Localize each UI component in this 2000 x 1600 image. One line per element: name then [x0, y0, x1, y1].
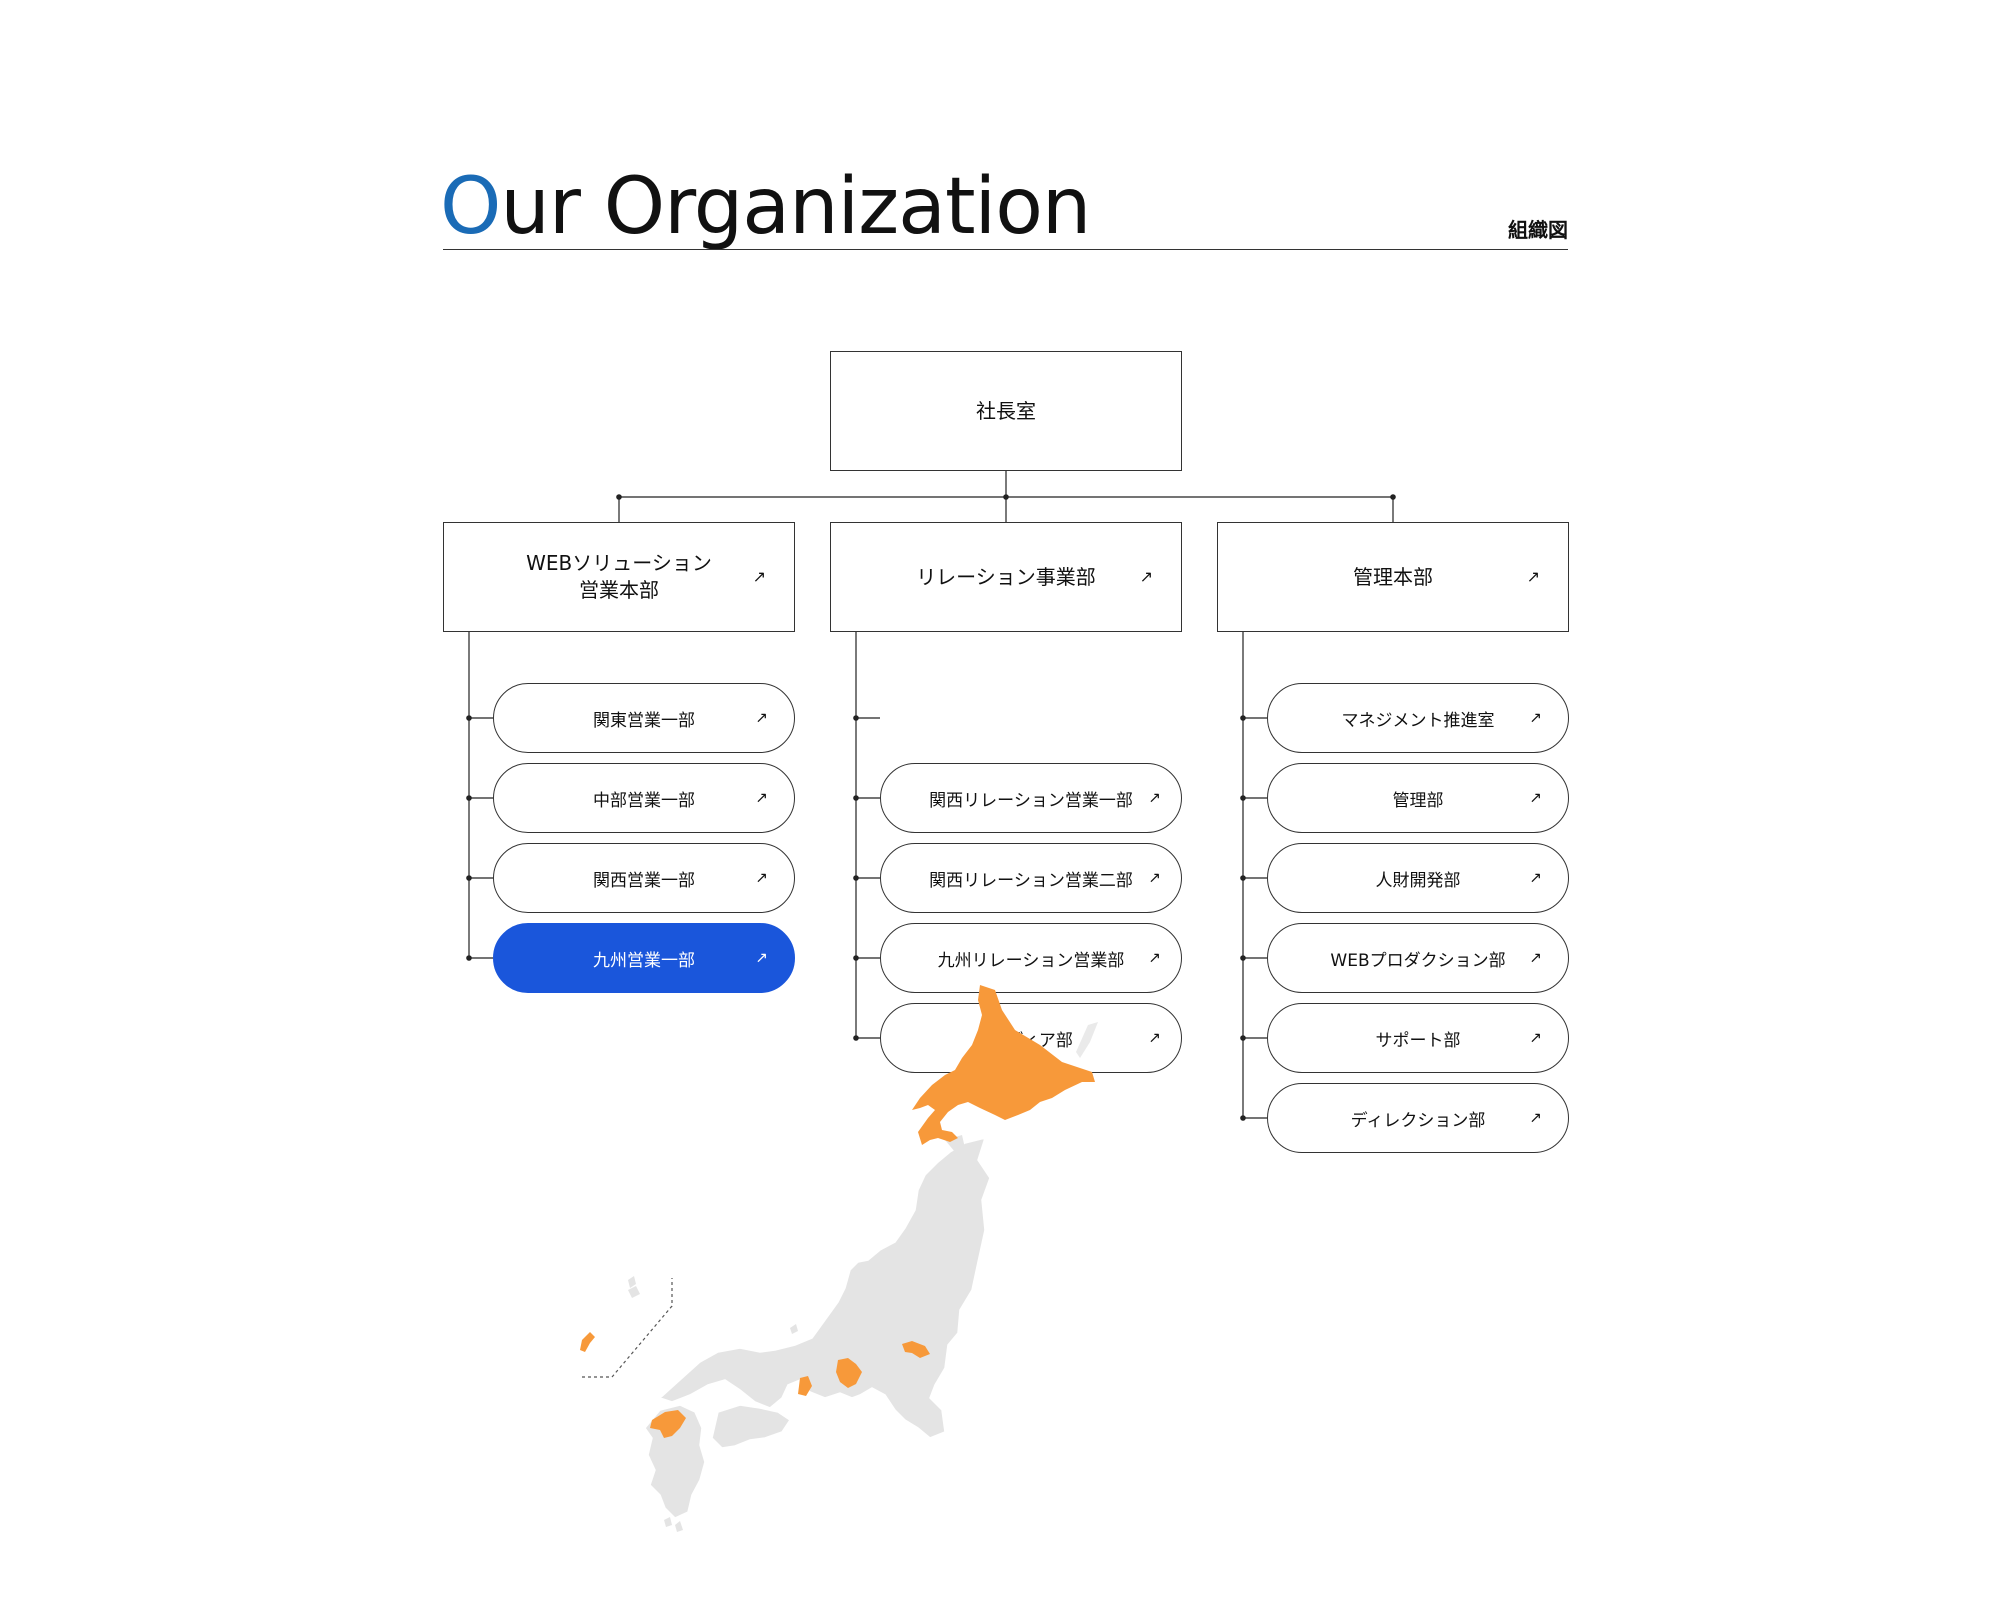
org-root-box: 社長室 [830, 351, 1182, 471]
dept-label: 関西リレーション営業二部 [929, 870, 1133, 891]
dept-direction[interactable]: ディレクション部 ↗ [1267, 1083, 1569, 1153]
dept-kyushu-sales-1[interactable]: 九州営業一部 ↗ [493, 923, 795, 993]
division-label: 管理本部 [1353, 564, 1433, 589]
arrow-up-right-icon: ↗ [1139, 567, 1153, 586]
dept-label: ディレクション部 [1350, 1110, 1486, 1131]
arrow-up-right-icon: ↗ [752, 567, 766, 586]
division-web-solution[interactable]: WEBソリューション 営業本部 ↗ [443, 522, 795, 632]
arrow-up-right-icon: ↗ [1529, 788, 1542, 807]
dept-label: 人財開発部 [1375, 870, 1461, 891]
dept-label: 管理部 [1392, 790, 1444, 811]
division-label: WEBソリューション 営業本部 [526, 551, 712, 602]
header-divider [443, 249, 1568, 250]
arrow-up-right-icon: ↗ [1529, 868, 1542, 887]
dept-label: メディア部 [989, 1030, 1073, 1051]
dept-label: WEBプロダクション部 [1330, 950, 1506, 971]
arrow-up-right-icon: ↗ [755, 708, 768, 727]
title-rest: ur Organization [500, 162, 1091, 252]
arrow-up-right-icon: ↗ [1526, 567, 1540, 586]
dept-administration[interactable]: 管理部 ↗ [1267, 763, 1569, 833]
arrow-up-right-icon: ↗ [1529, 708, 1542, 727]
dept-kyushu-relation-sales[interactable]: 九州リレーション営業部 ↗ [880, 923, 1182, 993]
page-title: Our Organization [440, 168, 1091, 246]
dept-label: マネジメント推進室 [1341, 710, 1495, 731]
arrow-up-right-icon: ↗ [1529, 1028, 1542, 1047]
dept-label: サポート部 [1375, 1030, 1461, 1051]
division-relation[interactable]: リレーション事業部 ↗ [830, 522, 1182, 632]
arrow-up-right-icon: ↗ [755, 788, 768, 807]
arrow-up-right-icon: ↗ [755, 868, 768, 887]
dept-kansai-sales-1[interactable]: 関西営業一部 ↗ [493, 843, 795, 913]
dept-media[interactable]: メディア部 ↗ [880, 1003, 1182, 1073]
dept-label: 九州営業一部 [593, 950, 695, 971]
dept-support[interactable]: サポート部 ↗ [1267, 1003, 1569, 1073]
dept-label: 中部営業一部 [593, 790, 695, 811]
arrow-up-right-icon: ↗ [1148, 788, 1161, 807]
arrow-up-right-icon: ↗ [1148, 948, 1161, 967]
dept-hr-development[interactable]: 人財開発部 ↗ [1267, 843, 1569, 913]
dept-chubu-sales-1[interactable]: 中部営業一部 ↗ [493, 763, 795, 833]
dept-label: 関西リレーション営業一部 [929, 790, 1133, 811]
dept-management-promotion[interactable]: マネジメント推進室 ↗ [1267, 683, 1569, 753]
title-accent-letter: O [440, 162, 501, 252]
arrow-up-right-icon: ↗ [1148, 868, 1161, 887]
arrow-up-right-icon: ↗ [755, 948, 768, 967]
arrow-up-right-icon: ↗ [1529, 948, 1542, 967]
dept-label: 九州リレーション営業部 [937, 950, 1125, 971]
page-subtitle: 組織図 [1508, 218, 1568, 242]
division-administration[interactable]: 管理本部 ↗ [1217, 522, 1569, 632]
arrow-up-right-icon: ↗ [1148, 1028, 1161, 1047]
dept-label: 関西営業一部 [593, 870, 695, 891]
org-root-label: 社長室 [976, 398, 1036, 423]
arrow-up-right-icon: ↗ [1529, 1108, 1542, 1127]
dept-kansai-relation-sales-1[interactable]: 関西リレーション営業一部 ↗ [880, 763, 1182, 833]
dept-kanto-sales-1[interactable]: 関東営業一部 ↗ [493, 683, 795, 753]
dept-kansai-relation-sales-2[interactable]: 関西リレーション営業二部 ↗ [880, 843, 1182, 913]
dept-web-production[interactable]: WEBプロダクション部 ↗ [1267, 923, 1569, 993]
dept-label: 関東営業一部 [593, 710, 695, 731]
division-label: リレーション事業部 [916, 564, 1096, 589]
